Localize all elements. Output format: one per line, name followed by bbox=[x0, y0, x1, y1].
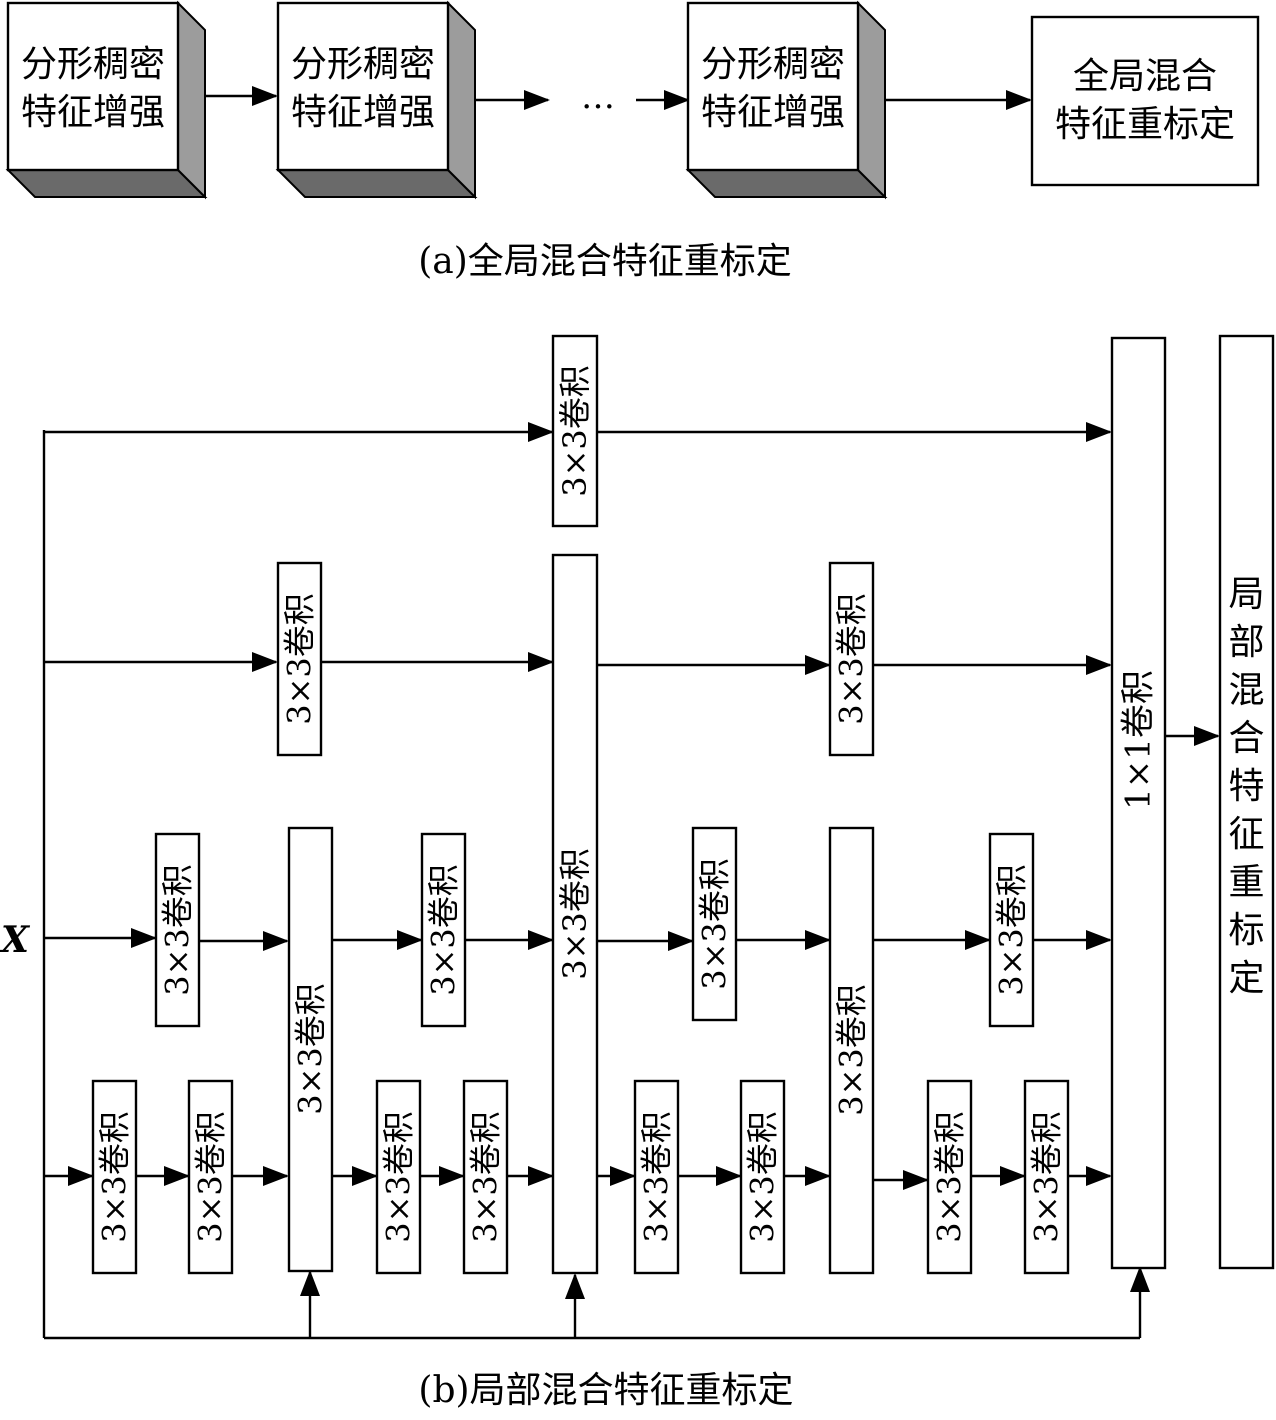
output-char: 征 bbox=[1228, 814, 1264, 855]
conv3x3-r4-3-label: 3×3卷积 bbox=[380, 1111, 418, 1243]
conv3x3-r3d-label: 3×3卷积 bbox=[993, 864, 1031, 996]
conv3x3-r2a-label: 3×3卷积 bbox=[281, 593, 319, 725]
output-char: 局 bbox=[1228, 574, 1264, 615]
block-global-recalibration: 全局混合 特征重标定 bbox=[1030, 15, 1260, 187]
conv3x3-r4-6-label: 3×3卷积 bbox=[744, 1111, 782, 1243]
conv3x3-r4-5-label: 3×3卷积 bbox=[638, 1111, 676, 1243]
conv3x3-tall-right: 3×3卷积 bbox=[828, 826, 875, 1275]
global-line2: 特征重标定 bbox=[1055, 104, 1235, 145]
conv3x3-r3c-label: 3×3卷积 bbox=[696, 858, 734, 990]
conv3x3-r4-8: 3×3卷积 bbox=[1023, 1079, 1070, 1275]
conv3x3-tall-left-label: 3×3卷积 bbox=[292, 983, 330, 1115]
global-line1: 全局混合 bbox=[1073, 56, 1217, 97]
output-char: 混 bbox=[1228, 670, 1264, 711]
output-char: 合 bbox=[1228, 718, 1264, 759]
conv3x3-tall-center-label: 3×3卷积 bbox=[556, 848, 594, 980]
conv3x3-tall-center: 3×3卷积 bbox=[551, 553, 599, 1275]
local-recalibration-output: 局部混合特征重标定 bbox=[1218, 334, 1275, 1270]
output-char: 重 bbox=[1228, 862, 1264, 903]
part-b: X 3×3卷积 3×3卷积 3×3卷积 3×3卷积 bbox=[0, 334, 1275, 1411]
output-vertical-text: 局部混合特征重标定 bbox=[1228, 574, 1264, 999]
block-fractal-dense-3: 分形稠密 特征增强 bbox=[685, 0, 888, 200]
block-fractal-dense-2: 分形稠密 特征增强 bbox=[275, 0, 478, 200]
conv3x3-r1: 3×3卷积 bbox=[551, 334, 599, 528]
block-3-line1: 分形稠密 bbox=[701, 44, 845, 85]
conv3x3-r4-1-label: 3×3卷积 bbox=[96, 1111, 134, 1243]
block-2-line2: 特征增强 bbox=[291, 92, 435, 133]
conv3x3-r4-5: 3×3卷积 bbox=[633, 1079, 680, 1275]
conv3x3-r3a: 3×3卷积 bbox=[154, 832, 201, 1028]
conv3x3-r4-7: 3×3卷积 bbox=[926, 1079, 973, 1275]
block-fractal-dense-1: 分形稠密 特征增强 bbox=[5, 0, 208, 200]
block-1-line1: 分形稠密 bbox=[21, 44, 165, 85]
conv1x1: 1×1卷积 bbox=[1110, 336, 1167, 1270]
conv3x3-r4-3: 3×3卷积 bbox=[375, 1079, 422, 1275]
output-char: 定 bbox=[1228, 958, 1264, 999]
block-1-line2: 特征增强 bbox=[21, 92, 165, 133]
caption-b: (b)局部混合特征重标定 bbox=[418, 1370, 793, 1411]
conv3x3-r2a: 3×3卷积 bbox=[276, 561, 323, 757]
conv3x3-r1-label: 3×3卷积 bbox=[556, 365, 594, 497]
conv3x3-r2b-label: 3×3卷积 bbox=[833, 593, 871, 725]
part-a: 分形稠密 特征增强 分形稠密 特征增强 … 分形稠密 特征增强 全局混合 bbox=[5, 0, 1260, 282]
conv3x3-tall-right-label: 3×3卷积 bbox=[833, 984, 871, 1116]
conv3x3-r4-2-label: 3×3卷积 bbox=[192, 1111, 230, 1243]
conv3x3-r4-6: 3×3卷积 bbox=[739, 1079, 786, 1275]
block-3-line2: 特征增强 bbox=[701, 92, 845, 133]
conv3x3-r3a-label: 3×3卷积 bbox=[159, 864, 197, 996]
conv3x3-r3d: 3×3卷积 bbox=[988, 832, 1035, 1028]
conv3x3-tall-left: 3×3卷积 bbox=[287, 826, 334, 1273]
conv3x3-r3c: 3×3卷积 bbox=[691, 826, 738, 1022]
input-x-label: X bbox=[0, 919, 31, 961]
caption-a: (a)全局混合特征重标定 bbox=[418, 241, 792, 282]
conv3x3-r4-7-label: 3×3卷积 bbox=[931, 1111, 969, 1243]
output-char: 部 bbox=[1228, 622, 1264, 663]
output-char: 特 bbox=[1228, 766, 1264, 807]
conv3x3-r4-4: 3×3卷积 bbox=[462, 1079, 509, 1275]
conv3x3-r4-4-label: 3×3卷积 bbox=[467, 1111, 505, 1243]
conv3x3-r3b-label: 3×3卷积 bbox=[425, 864, 463, 996]
conv3x3-r2b: 3×3卷积 bbox=[828, 561, 875, 757]
ellipsis: … bbox=[581, 77, 615, 117]
block-2-line1: 分形稠密 bbox=[291, 44, 435, 85]
conv1x1-label: 1×1卷积 bbox=[1119, 670, 1159, 810]
output-char: 标 bbox=[1228, 910, 1264, 951]
conv3x3-r3b: 3×3卷积 bbox=[420, 832, 467, 1028]
conv3x3-r4-8-label: 3×3卷积 bbox=[1028, 1111, 1066, 1243]
conv3x3-r4-1: 3×3卷积 bbox=[91, 1079, 138, 1275]
conv3x3-r4-2: 3×3卷积 bbox=[187, 1079, 234, 1275]
